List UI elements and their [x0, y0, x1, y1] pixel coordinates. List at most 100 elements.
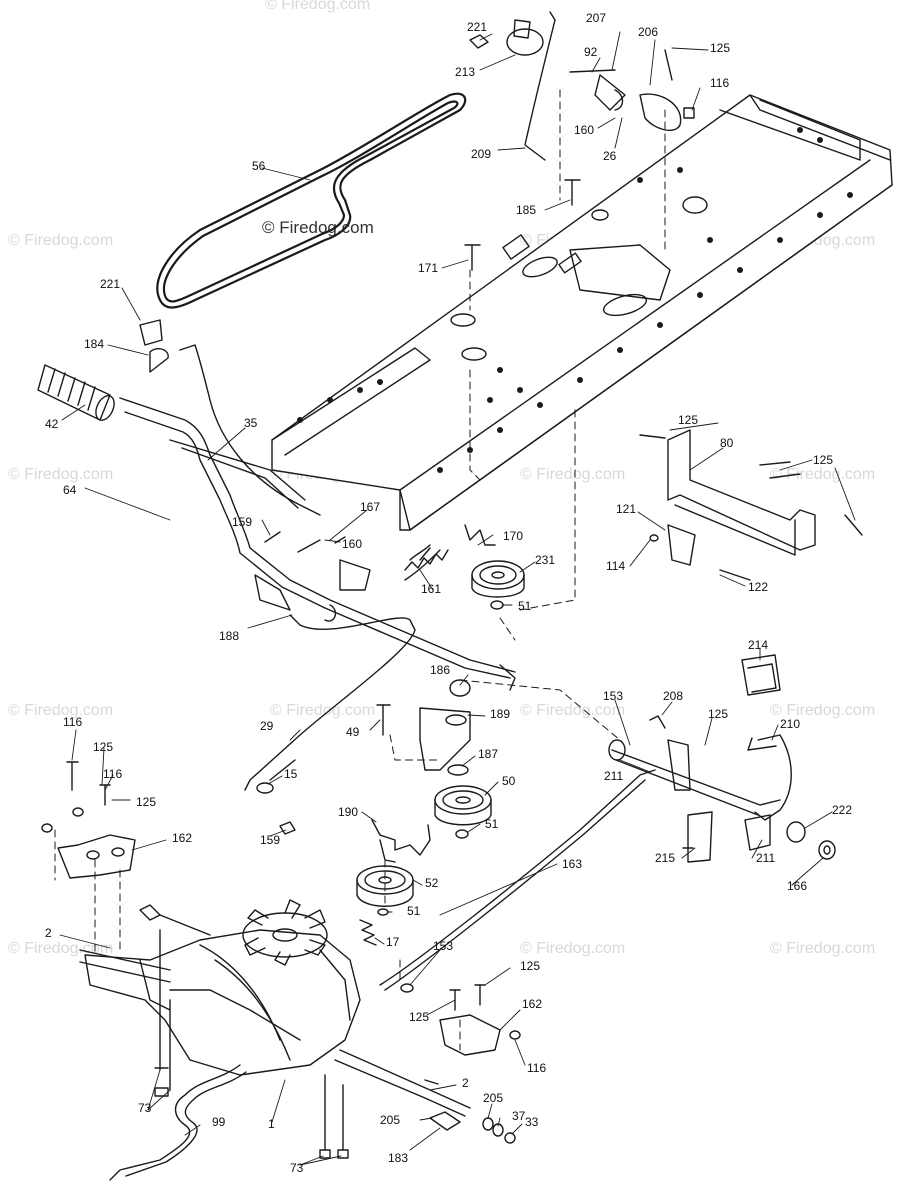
cooling-fan: [242, 899, 328, 966]
watermark: © Firedog.com: [270, 702, 376, 719]
part-label: 205: [483, 1091, 504, 1105]
part-label: 73: [290, 1161, 304, 1175]
watermark: © Firedog.com: [520, 702, 626, 719]
part-label: 125: [409, 1010, 430, 1024]
part-label: 188: [219, 629, 240, 643]
part-label: 56: [252, 159, 266, 173]
part-label: 215: [655, 851, 676, 865]
watermark: © Firedog.com: [520, 940, 626, 957]
part-label: 35: [244, 416, 258, 430]
part-label: 26: [603, 149, 617, 163]
belt-guide: [371, 819, 431, 863]
part-label: 221: [100, 277, 121, 291]
part-label: 17: [386, 935, 400, 949]
part-label: 162: [172, 831, 193, 845]
part-label: 80: [720, 436, 734, 450]
part-label: 121: [616, 502, 637, 516]
part-label: 163: [562, 857, 583, 871]
transaxle: [79, 899, 471, 1159]
axle-mount-left: [41, 761, 136, 879]
brake-rod: [379, 769, 656, 993]
part-label: 92: [584, 45, 598, 59]
part-label: 2: [462, 1076, 469, 1090]
pulley-bracket: [376, 679, 492, 839]
watermark: © Firedog.com: [770, 940, 876, 957]
watermark: © Firedog.com: [265, 0, 371, 13]
part-label: 1: [268, 1117, 275, 1131]
part-label: 231: [535, 553, 556, 567]
watermark: © Firedog.com: [8, 940, 114, 957]
cable: [139, 319, 321, 516]
part-label: 184: [84, 337, 105, 351]
part-label: 125: [813, 453, 834, 467]
part-label: 210: [780, 717, 801, 731]
part-label: 221: [467, 20, 488, 34]
part-label: 99: [212, 1115, 226, 1129]
part-label: 29: [260, 719, 274, 733]
part-label: 51: [407, 904, 421, 918]
part-label: 167: [360, 500, 381, 514]
part-label: 190: [338, 805, 359, 819]
part-label: 125: [93, 740, 114, 754]
part-label: 206: [638, 25, 659, 39]
drive-belt: [156, 92, 467, 309]
part-label: 116: [527, 1061, 547, 1075]
part-label: 211: [756, 851, 776, 865]
watermark: © Firedog.com: [770, 702, 876, 719]
part-label: 187: [478, 747, 499, 761]
part-label: 51: [518, 599, 532, 613]
frame: [271, 94, 893, 531]
part-label: 160: [342, 537, 363, 551]
part-label: 125: [708, 707, 729, 721]
shift-rod-assembly: [464, 11, 695, 271]
part-label: 161: [421, 582, 442, 596]
part-label: 51: [485, 817, 499, 831]
watermark: © Firedog.com: [8, 232, 114, 249]
part-label: 125: [678, 413, 699, 427]
center-watermark: © Firedog.com: [262, 218, 374, 237]
watermark: © Firedog.com: [8, 466, 114, 483]
part-label: 52: [425, 876, 439, 890]
part-label: 116: [710, 76, 730, 90]
part-label: 185: [516, 203, 537, 217]
part-label: 189: [490, 707, 511, 721]
park-rod: [109, 1064, 247, 1181]
part-label: 222: [832, 803, 853, 817]
watermark: © Firedog.com: [520, 466, 626, 483]
part-label: 49: [346, 725, 360, 739]
spring: [404, 549, 449, 571]
part-label: 42: [45, 417, 59, 431]
part-label: 50: [502, 774, 516, 788]
part-label: 209: [471, 147, 492, 161]
part-label: 114: [606, 559, 626, 573]
part-label: 64: [63, 483, 77, 497]
part-label: 208: [663, 689, 684, 703]
part-label: 159: [232, 515, 253, 529]
part-label: 214: [748, 638, 769, 652]
label-leaders: [59, 31, 856, 1166]
part-label: 2: [45, 926, 52, 940]
idler-pulley: [464, 524, 525, 610]
part-label: 15: [284, 767, 298, 781]
part-label: 125: [520, 959, 541, 973]
part-label: 125: [710, 41, 731, 55]
part-label: 122: [748, 580, 769, 594]
part-label: 162: [522, 997, 543, 1011]
support-bracket: [639, 429, 863, 581]
part-label: 171: [418, 261, 439, 275]
watermark: © Firedog.com: [8, 702, 114, 719]
part-label: 153: [603, 689, 624, 703]
pedal-assembly: [608, 654, 836, 863]
part-label: 160: [574, 123, 595, 137]
part-label: 153: [433, 939, 454, 953]
linkage-rods: [244, 531, 441, 835]
part-label: 211: [604, 769, 624, 783]
part-label: 116: [103, 767, 123, 781]
part-label: 213: [455, 65, 476, 79]
part-label: 207: [586, 11, 607, 25]
part-label: 166: [787, 879, 808, 893]
part-label: 159: [260, 833, 281, 847]
part-label: 73: [138, 1101, 152, 1115]
